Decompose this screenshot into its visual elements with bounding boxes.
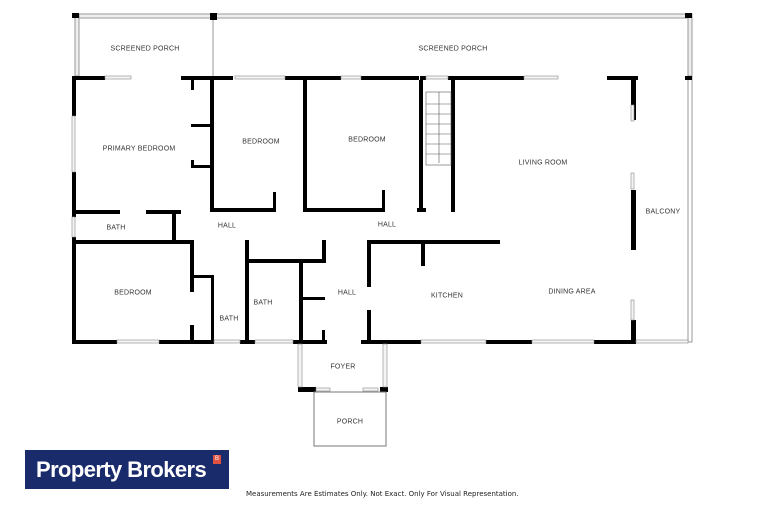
- room-label-balcony: BALCONY: [645, 208, 681, 216]
- room-label-hall-1: HALL: [217, 222, 237, 230]
- room-label-bedroom-2: BEDROOM: [242, 138, 280, 146]
- room-label-bath-3: BATH: [219, 315, 239, 323]
- walls: [72, 13, 692, 392]
- room-label-bedroom-3: BEDROOM: [348, 136, 386, 144]
- logo-text: Property Brokers: [36, 456, 207, 482]
- windows: [71, 75, 689, 392]
- room-label-bedroom-4: BEDROOM: [114, 289, 152, 297]
- disclaimer-text: Measurements Are Estimates Only. Not Exa…: [246, 490, 519, 498]
- room-label-bath-1: BATH: [106, 224, 126, 232]
- staircase: [425, 91, 452, 166]
- room-label-kitchen: KITCHEN: [430, 292, 464, 300]
- room-label-bath-2: BATH: [253, 299, 273, 307]
- room-label-screened-porch-left: SCREENED PORCH: [110, 45, 180, 53]
- room-label-hall-3: HALL: [337, 289, 357, 297]
- screened-porch-outline: [74, 13, 693, 343]
- room-label-living-room: LIVING ROOM: [518, 159, 568, 167]
- room-label-screened-porch-right: SCREENED PORCH: [418, 45, 488, 53]
- room-label-dining-area: DINING AREA: [548, 288, 596, 296]
- porch-outline: [313, 391, 387, 447]
- room-label-foyer: FOYER: [330, 363, 356, 371]
- room-label-hall-2: HALL: [377, 221, 397, 229]
- room-label-primary-bedroom: PRIMARY BEDROOM: [102, 145, 176, 153]
- room-label-porch: PORCH: [336, 418, 364, 426]
- logo-badge-icon: B: [213, 455, 221, 464]
- property-brokers-logo: Property Brokers B: [25, 450, 229, 489]
